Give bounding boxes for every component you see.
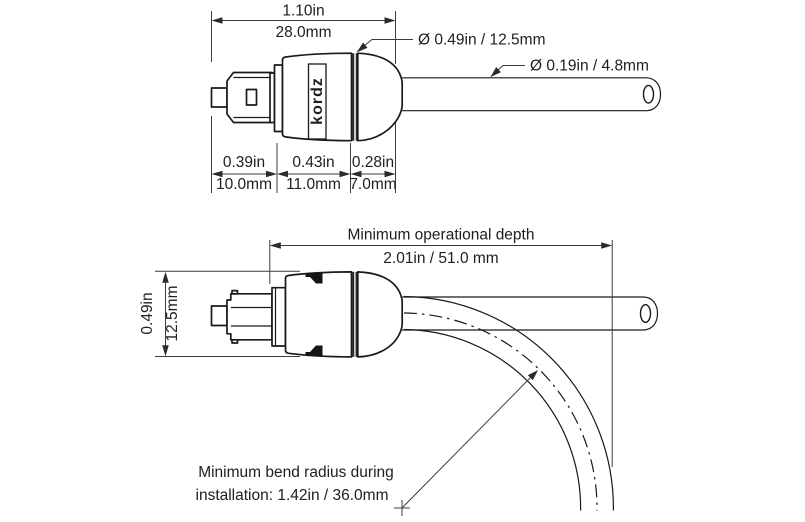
- latch-clip-top: [305, 273, 323, 284]
- top-view-diagram: 1.10in 28.0mm 0.39in 10.0mm 0.43in 11.0m…: [210, 3, 662, 193]
- segment3-inches: 0.28in: [352, 154, 394, 171]
- bent-cable-inner-edge: [403, 328, 582, 511]
- connector-side-view: [210, 271, 404, 358]
- segment-dimensions: 0.39in 10.0mm 0.43in 11.0mm 0.28in 7.0mm: [211, 154, 397, 193]
- arrowhead-right-icon: [384, 17, 396, 24]
- brand-logo-text: kordz: [309, 77, 326, 125]
- arrowhead-up-icon: [162, 271, 169, 283]
- latch-window: [245, 88, 258, 106]
- body-diameter-leader: Ø 0.49in / 12.5mm: [356, 32, 546, 53]
- overall-length-mm: 28.0mm: [276, 24, 332, 41]
- height-dimension: 0.49in 12.5mm: [139, 270, 300, 357]
- overall-length-dimension: 1.10in 28.0mm: [211, 3, 396, 41]
- radius-arrowhead-icon: [527, 370, 538, 381]
- bend-note-line2: installation: 1.42in / 36.0mm: [196, 487, 389, 504]
- cable-break-cap: [643, 296, 659, 331]
- cable-break-cap: [646, 77, 662, 112]
- top-extension-lines: [211, 11, 396, 193]
- segment2-inches: 0.43in: [292, 154, 334, 171]
- cable-break-symbol: [639, 304, 652, 324]
- nose-tab: [231, 338, 239, 344]
- cable-break-symbol: [642, 84, 655, 104]
- strain-relief-boot: [356, 52, 404, 142]
- nose-tab: [231, 289, 239, 295]
- collar-flange: [271, 286, 287, 347]
- height-inches: 0.49in: [139, 292, 156, 334]
- cable-bent-position: [403, 295, 615, 511]
- body-diameter-label: Ø 0.49in / 12.5mm: [418, 32, 546, 49]
- cable-diameter-label: Ø 0.19in / 4.8mm: [530, 58, 649, 75]
- bent-cable-outer-edge: [403, 295, 615, 511]
- leader-arrowhead-icon: [490, 67, 501, 77]
- leader-line: [357, 39, 413, 52]
- bend-centerline: [403, 312, 598, 511]
- bend-radius-annotation: Minimum bend radius during installation:…: [196, 370, 538, 516]
- bend-center-mark: [394, 500, 410, 516]
- connector-tip: [210, 87, 228, 108]
- arrowhead-icon: [339, 170, 351, 178]
- cable-diameter-leader: Ø 0.19in / 4.8mm: [490, 58, 649, 77]
- connector-body: [284, 271, 353, 358]
- depth-title: Minimum operational depth: [348, 227, 535, 244]
- arrowhead-right-icon: [601, 242, 613, 249]
- collar-flange: [273, 64, 284, 133]
- brand-logo-box: [307, 63, 327, 140]
- arrowhead-icon: [384, 170, 396, 178]
- arrowhead-left-icon: [211, 17, 223, 24]
- arrowhead-icon: [277, 170, 288, 178]
- strain-relief-boot: [356, 271, 404, 358]
- segment1-inches: 0.39in: [223, 154, 265, 171]
- arrowhead-left-icon: [269, 242, 281, 249]
- latch-clip-bottom: [305, 345, 323, 356]
- arrowhead-down-icon: [162, 345, 169, 357]
- cable-straight-position: [402, 296, 659, 331]
- operational-depth-dimension: Minimum operational depth 2.01in / 51.0 …: [269, 227, 613, 284]
- bend-note-line1: Minimum bend radius during: [198, 464, 394, 481]
- arrowhead-icon: [266, 170, 277, 178]
- segment3-mm: 7.0mm: [349, 176, 396, 193]
- cable-top-view: [402, 77, 662, 112]
- side-view-diagram: Minimum operational depth 2.01in / 51.0 …: [139, 227, 659, 516]
- segment1-mm: 10.0mm: [216, 176, 272, 193]
- radius-leader-line: [401, 371, 537, 509]
- height-mm: 12.5mm: [164, 286, 181, 342]
- arrowhead-icon: [211, 170, 223, 178]
- overall-length-inches: 1.10in: [282, 3, 324, 20]
- connector-tip: [210, 305, 228, 327]
- leader-arrowhead-icon: [356, 42, 368, 53]
- connector-nose: [226, 292, 273, 341]
- segment2-mm: 11.0mm: [286, 176, 341, 193]
- depth-value: 2.01in / 51.0 mm: [383, 250, 498, 267]
- arrowhead-icon: [350, 170, 362, 178]
- connector-top-view: kordz: [210, 52, 404, 142]
- connector-body: [281, 52, 353, 142]
